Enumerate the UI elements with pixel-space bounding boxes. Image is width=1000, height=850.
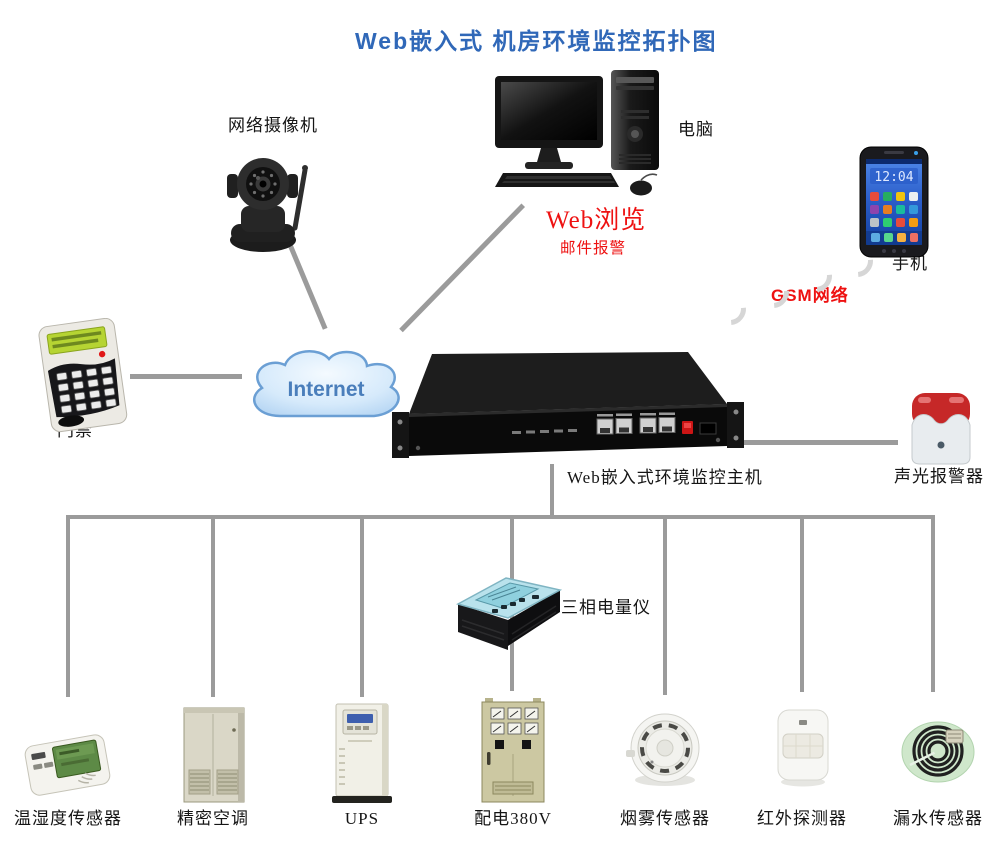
phone-icon: 12:04 (859, 146, 929, 258)
drop-precision-ac (211, 515, 215, 697)
internet-cloud: Internet (253, 350, 400, 418)
bus-line (66, 515, 935, 519)
connector-host-bus (550, 464, 554, 517)
precision-ac-icon (183, 707, 245, 803)
access-control-icon (38, 318, 128, 433)
ups-icon (332, 703, 392, 803)
infrared-detector-icon (777, 709, 829, 787)
sensor-label-ups: UPS (344, 809, 380, 828)
connector-host-alarm (740, 440, 898, 445)
smoke-sensor-icon (626, 713, 700, 786)
power-meter-icon (456, 577, 563, 650)
page-title: Web嵌入式 机房环境监控拓扑图 (355, 28, 718, 54)
power-distribution-icon (481, 698, 545, 803)
sensor-label-power-380v: 配电380V (474, 809, 552, 828)
network-camera-icon (227, 158, 308, 252)
phone-label: 手机 (892, 254, 928, 273)
camera-label: 网络摄像机 (228, 116, 318, 135)
alarm-label: 声光报警器 (894, 467, 984, 486)
temp-humidity-sensor-icon (24, 734, 111, 796)
drop-infrared (800, 515, 804, 692)
connector-door-cloud (130, 374, 242, 379)
connector-computer-cloud (399, 203, 526, 333)
monitor-host-icon (392, 352, 744, 458)
svg-text:Internet: Internet (287, 378, 364, 401)
computer-label: 电脑 (678, 120, 714, 139)
power-meter-label: 三相电量仪 (561, 598, 651, 617)
alarm-icon (911, 393, 971, 465)
sensor-label-precision-ac: 精密空调 (177, 809, 249, 828)
gsm-network-label: GSM网络 (771, 286, 849, 305)
water-leak-sensor-icon (901, 721, 975, 783)
drop-water-leak (931, 515, 935, 692)
sensor-label-infrared: 红外探测器 (757, 809, 847, 828)
drop-ups (360, 515, 364, 697)
computer-icon (495, 70, 659, 196)
gsm-signal-arc (750, 269, 796, 315)
web-browse-label: Web浏览 (546, 207, 647, 234)
svg-text:12:04: 12:04 (874, 170, 913, 185)
gsm-signal-arc (707, 286, 753, 332)
sensor-label-temp-humidity: 温湿度传感器 (14, 809, 122, 828)
host-label: Web嵌入式环境监控主机 (567, 468, 763, 487)
drop-temp-humidity (66, 515, 70, 697)
sensor-label-smoke: 烟雾传感器 (620, 809, 710, 828)
drop-smoke (663, 515, 667, 695)
mail-alert-label: 邮件报警 (559, 240, 626, 257)
sensor-label-water-leak: 漏水传感器 (893, 809, 983, 828)
